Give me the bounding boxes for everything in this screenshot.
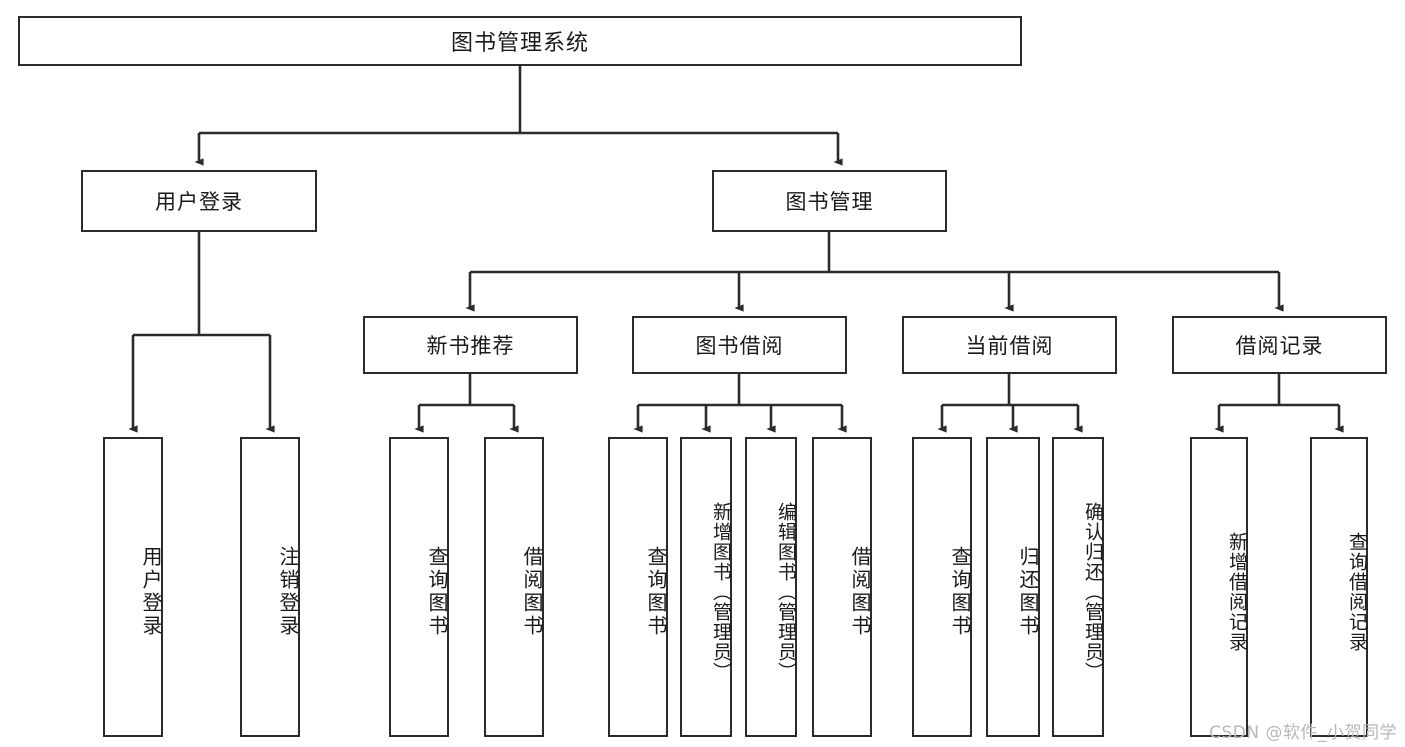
- node-label: 借阅图书: [520, 546, 544, 638]
- node-label: 注销登录: [276, 546, 300, 638]
- leaf-current-return-book[interactable]: 归还图书: [986, 437, 1040, 737]
- node-label: 图书借阅: [695, 334, 784, 358]
- node-label: 新书推荐: [426, 334, 515, 358]
- leaf-current-confirm-return-admin[interactable]: 确认归还（管理员）: [1052, 437, 1104, 737]
- node-book-borrow[interactable]: 图书借阅: [632, 316, 847, 374]
- leaf-current-query-book[interactable]: 查询图书: [912, 437, 972, 737]
- leaf-recommend-borrow-book[interactable]: 借阅图书: [484, 437, 544, 737]
- node-label: 图书管理系统: [450, 31, 589, 56]
- node-label: 用户登录: [139, 546, 163, 638]
- node-current-borrow[interactable]: 当前借阅: [902, 316, 1117, 374]
- node-label: 新增借阅记录: [1226, 532, 1248, 652]
- node-label: 借阅记录: [1235, 334, 1324, 358]
- node-user-login[interactable]: 用户登录: [81, 170, 317, 232]
- node-label: 图书管理: [785, 190, 874, 214]
- node-label: 确认归还（管理员）: [1082, 502, 1104, 682]
- watermark-text: CSDN @软件_小贺同学: [1209, 723, 1397, 743]
- node-root-system[interactable]: 图书管理系统: [18, 16, 1022, 66]
- leaf-borrow-edit-book-admin[interactable]: 编辑图书（管理员）: [745, 437, 797, 737]
- node-book-manage[interactable]: 图书管理: [712, 170, 947, 232]
- node-label: 用户登录: [155, 190, 243, 214]
- leaf-borrow-add-book-admin[interactable]: 新增图书（管理员）: [680, 437, 732, 737]
- leaf-recommend-query-book[interactable]: 查询图书: [389, 437, 449, 737]
- node-label: 借阅图书: [848, 546, 872, 638]
- node-label: 查询图书: [948, 546, 972, 638]
- node-new-book-recommend[interactable]: 新书推荐: [363, 316, 578, 374]
- node-label: 当前借阅: [965, 334, 1054, 358]
- node-label: 归还图书: [1016, 546, 1040, 638]
- leaf-user-login[interactable]: 用户登录: [103, 437, 163, 737]
- node-label: 编辑图书（管理员）: [775, 502, 797, 682]
- leaf-user-logout[interactable]: 注销登录: [240, 437, 300, 737]
- node-label: 查询图书: [644, 546, 668, 638]
- leaf-record-query-borrow-record[interactable]: 查询借阅记录: [1310, 437, 1368, 737]
- leaf-borrow-query-book[interactable]: 查询图书: [608, 437, 668, 737]
- leaf-borrow-lend-book[interactable]: 借阅图书: [812, 437, 872, 737]
- node-label: 查询图书: [425, 546, 449, 638]
- node-label: 新增图书（管理员）: [710, 502, 732, 682]
- node-borrow-record[interactable]: 借阅记录: [1172, 316, 1387, 374]
- leaf-record-add-borrow-record[interactable]: 新增借阅记录: [1190, 437, 1248, 737]
- node-label: 查询借阅记录: [1346, 532, 1368, 652]
